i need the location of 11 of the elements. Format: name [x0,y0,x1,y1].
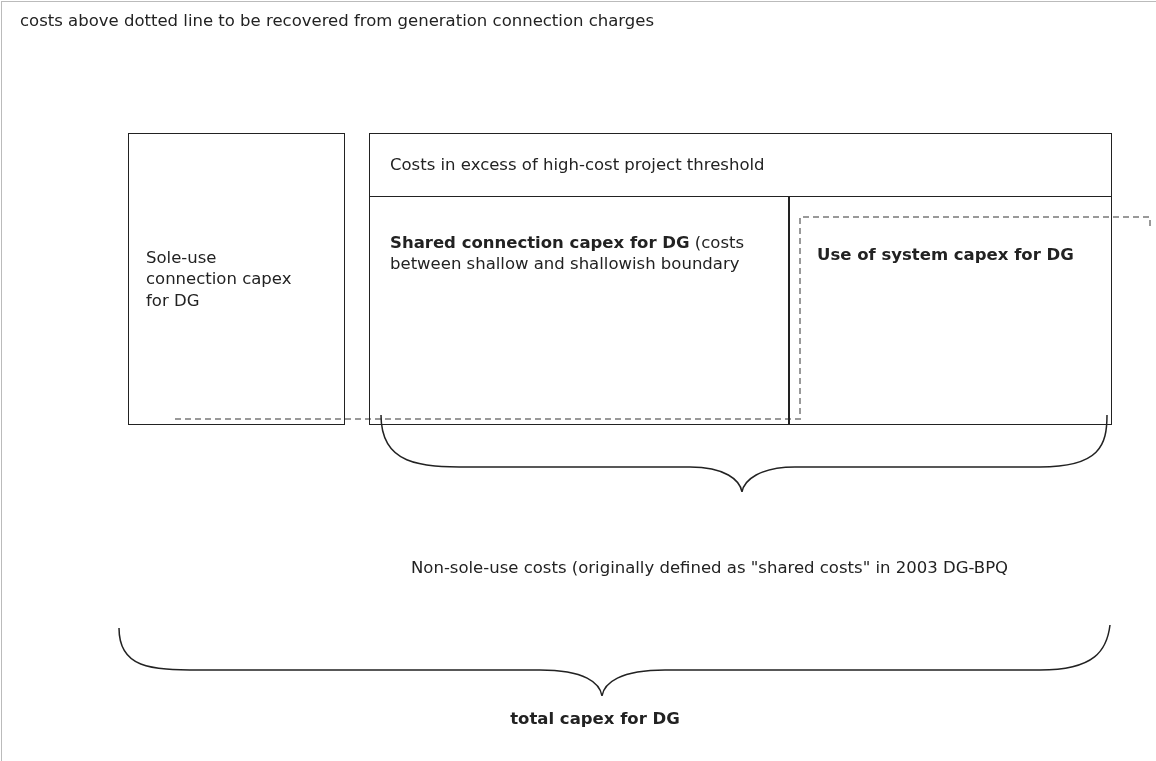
note-text: costs above dotted line to be recovered from generation connection charges [20,10,656,32]
box-text: Costs in excess of high-cost project threshold [390,154,766,176]
process-box [788,196,1112,425]
box-text: Shared connection capex for DG (costs between shallow and shallowish boundary [390,232,746,275]
process-box [369,133,1112,197]
box-text: Use of system capex for DG [817,244,1075,266]
brace-label: Non-sole-use costs (originally defined as "shared costs" in 2003 DG-BPQ [411,557,1010,579]
brace-label: total capex for DG [509,708,681,730]
box-text: Sole-use connection capex for DG [146,247,293,312]
process-box [369,196,790,425]
process-box [128,133,345,425]
